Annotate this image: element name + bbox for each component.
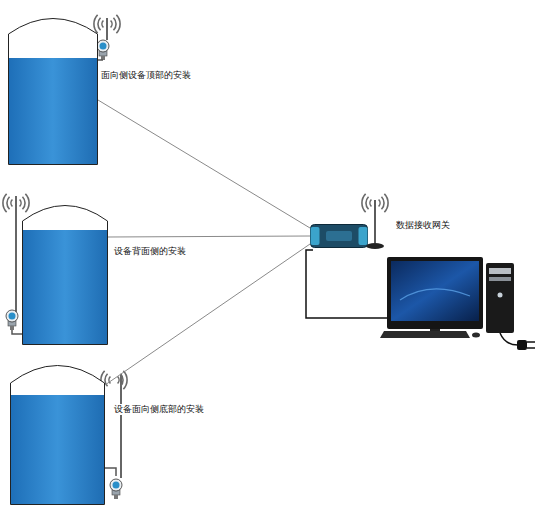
- data-cable: [306, 250, 390, 318]
- antenna-rod: [374, 200, 376, 243]
- radio-wave: [118, 377, 119, 384]
- sensor-display: [113, 482, 120, 489]
- radio-wave: [7, 197, 10, 210]
- storage-tank: 面向侧设备顶部的安装: [8, 18, 98, 165]
- power-cable: [500, 333, 518, 345]
- tank-shell: [9, 19, 98, 165]
- radio-wave: [11, 200, 12, 207]
- wireless-link: [98, 100, 310, 228]
- radio-wave: [25, 194, 29, 212]
- radio-wave: [370, 200, 371, 207]
- radio-wave: [381, 197, 384, 210]
- antenna-base: [366, 243, 384, 249]
- radio-wave: [94, 15, 98, 33]
- screen-glow: [400, 289, 470, 300]
- radio-wave: [113, 18, 116, 31]
- radio-wave: [111, 21, 112, 28]
- tank-outline: [8, 18, 98, 165]
- radio-wave: [116, 15, 120, 33]
- tank-shell: [23, 206, 108, 345]
- radio-wave: [3, 194, 7, 212]
- installation-label: 设备面向侧底部的安装: [113, 404, 205, 415]
- gateway-panel: [326, 231, 352, 241]
- power-plug: [517, 340, 527, 350]
- tank-liquid: [9, 58, 97, 164]
- sensor-head: [110, 479, 122, 491]
- device-label: 数据接收网关: [395, 220, 451, 231]
- drive-bay: [489, 277, 511, 281]
- installation-label: 面向侧设备顶部的安装: [100, 70, 192, 81]
- storage-tank: 设备背面侧的安装: [22, 205, 108, 345]
- plug-pin: [527, 341, 535, 343]
- radio-wave: [120, 374, 123, 387]
- sensor-head: [6, 310, 18, 322]
- sensor-fitting: [10, 326, 14, 330]
- gateway-endcap: [359, 227, 368, 245]
- pc-tower: [486, 263, 514, 333]
- radio-wave: [22, 197, 25, 210]
- radio-wave: [379, 200, 380, 207]
- sensor-head: [97, 40, 109, 52]
- monitor-screen: [391, 261, 479, 321]
- mouse: [472, 333, 480, 338]
- installation-label: 设备背面侧的安装: [113, 246, 187, 257]
- monitor-frame: [387, 257, 483, 329]
- radio-wave: [384, 194, 388, 212]
- antenna-rod: [15, 196, 17, 312]
- radio-wave: [102, 21, 103, 28]
- keyboard: [380, 331, 470, 338]
- tank-liquid: [23, 230, 107, 344]
- radio-wave: [98, 18, 101, 31]
- gateway-outline: [310, 224, 368, 248]
- wireless-link: [105, 244, 310, 385]
- tank-outline: [10, 365, 105, 505]
- radio-wave: [366, 197, 369, 210]
- antenna-rod: [120, 374, 122, 478]
- drive-bay: [489, 268, 511, 274]
- antenna-rod: [106, 18, 108, 40]
- pipe: [105, 468, 116, 476]
- tank-outline: [22, 205, 108, 345]
- sensor-display: [9, 313, 16, 320]
- power-button: [498, 293, 503, 298]
- radio-wave: [362, 194, 366, 212]
- plug-pin: [527, 347, 535, 349]
- tank-shell: [11, 366, 105, 505]
- gateway-endcap: [311, 227, 320, 245]
- storage-tank: 设备面向侧底部的安装: [10, 365, 105, 505]
- radio-wave: [20, 200, 21, 207]
- wireless-link: [108, 236, 310, 237]
- sensor-display: [100, 43, 107, 50]
- radio-wave: [123, 371, 127, 389]
- tank-liquid: [11, 395, 104, 504]
- sensor-fitting: [114, 495, 118, 499]
- gateway-body: [311, 225, 368, 248]
- gateway-device: 数据接收网关: [310, 224, 368, 248]
